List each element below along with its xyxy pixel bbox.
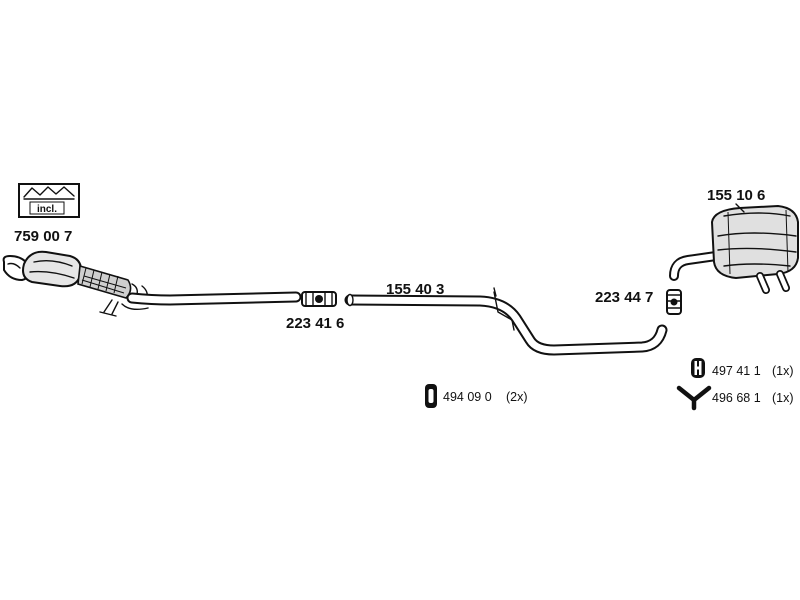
- front-pipe: [126, 291, 302, 306]
- accessory-496-68-1-qty: (1x): [772, 391, 794, 405]
- front-clamp-icon: [301, 291, 337, 307]
- catalytic-converter: [2, 250, 149, 317]
- middle-pipe-part-number: 155 40 3: [386, 281, 444, 298]
- v-bracket-icon: [676, 385, 712, 411]
- accessory-497-41-1-number: 497 41 1: [712, 364, 761, 378]
- middle-pipe: [344, 287, 668, 356]
- accessory-494-09-0-number: 494 09 0: [443, 390, 492, 404]
- rear-clamp-part-number: 223 44 7: [595, 289, 653, 306]
- rear-silencer: [669, 203, 799, 294]
- accessory-496-68-1-number: 496 68 1: [712, 391, 761, 405]
- accessory-494-09-0-qty: (2x): [506, 390, 528, 404]
- rubber-mount-icon: [425, 384, 437, 408]
- rear-silencer-part-number: 155 10 6: [707, 187, 765, 204]
- kit-included-label: incl.: [37, 204, 57, 215]
- accessory-497-41-1-qty: (1x): [772, 364, 794, 378]
- rubber-hanger-icon: [691, 358, 705, 378]
- front-clamp-part-number: 223 41 6: [286, 315, 344, 332]
- rear-clamp-icon: [666, 289, 682, 315]
- catalytic-converter-part-number: 759 00 7: [14, 228, 72, 245]
- kit-box-icon: incl.: [18, 183, 80, 218]
